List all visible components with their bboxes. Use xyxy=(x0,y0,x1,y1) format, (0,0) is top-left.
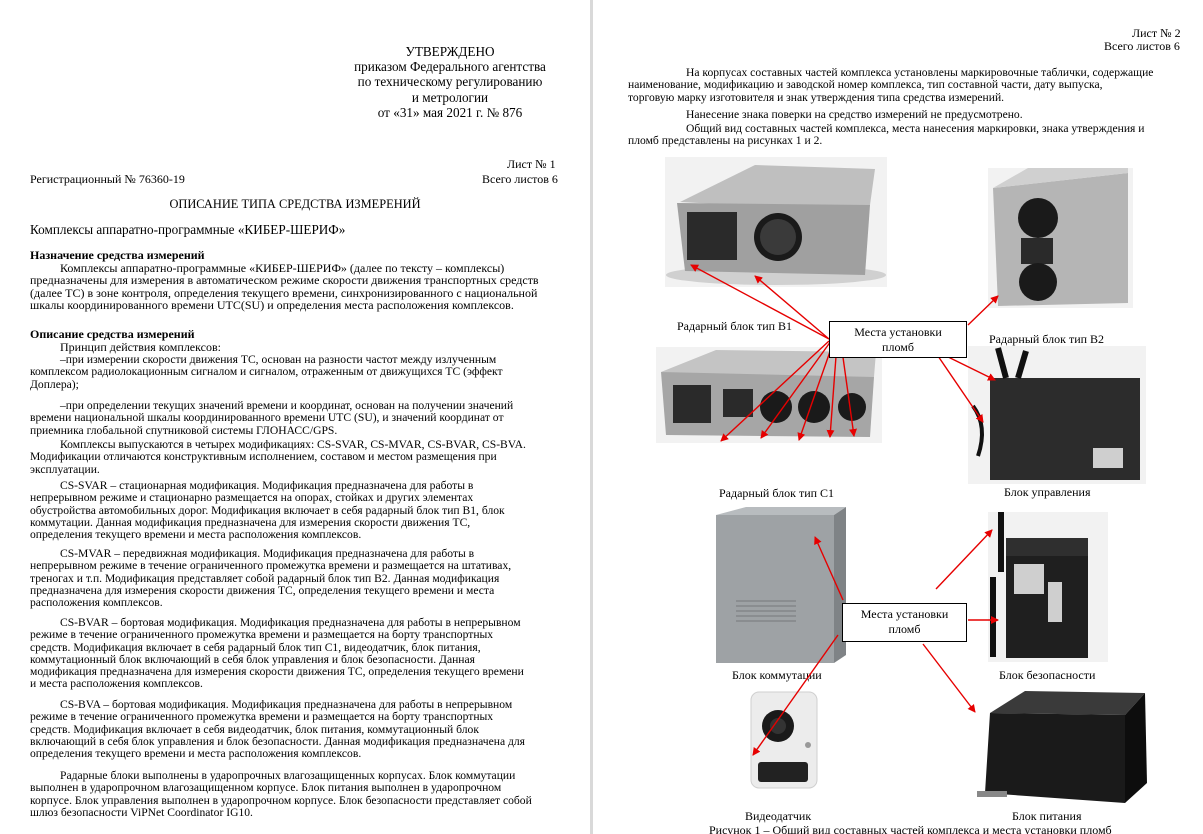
caption-power-block: Блок питания xyxy=(1012,809,1082,823)
bullet-speed: –при измерении скорости движения ТС, осн… xyxy=(30,353,559,391)
seal-places-callout-bottom: Места установки пломб xyxy=(842,603,967,642)
housing-paragraph: Радарные блоки выполнены в ударопрочных … xyxy=(30,769,559,819)
text-line: приемника глобальной спутниковой системы… xyxy=(30,423,338,437)
general-view-paragraph: Общий вид составных частей комплекса, ме… xyxy=(628,122,1185,148)
purpose-paragraph: Комплексы аппаратно-программные «КИБЕР-Ш… xyxy=(30,262,559,311)
text-line: На корпусах составных частей комплекса у… xyxy=(686,66,1154,79)
text-line: шкалы координированного времени UTC(SU) … xyxy=(30,297,514,312)
text-line: Комплексы аппаратно-программные «КИБЕР-Ш… xyxy=(60,261,505,275)
caption-control-block: Блок управления xyxy=(1004,485,1091,499)
text-line: коммутации. Данная модификация предназна… xyxy=(30,515,471,529)
text-line: Модификации отличаются конструктивным ис… xyxy=(30,450,497,464)
power-block-photo xyxy=(975,683,1151,811)
radar-block-c1-photo xyxy=(656,347,882,443)
text-line: Радарные блоки выполнены в ударопрочных … xyxy=(60,769,516,782)
text-line: эксплуатации. xyxy=(30,462,100,476)
text-line: наименование, модификацию и заводской но… xyxy=(628,78,1103,92)
text-line: коммутационный блок включающий в себя бл… xyxy=(30,652,475,666)
callout-line: пломб xyxy=(888,622,921,636)
document-page-2: Лист № 2 Всего листов 6 На корпусах сост… xyxy=(593,0,1203,834)
text-line: пломб представлены на рисунках 1 и 2. xyxy=(628,134,823,148)
seal-arrows xyxy=(690,264,999,756)
registration-number: Регистрационный № 76360-19 xyxy=(30,172,185,186)
svar-paragraph: CS-SVAR – стационарная модификация. Моди… xyxy=(30,479,559,542)
caption-switching-block: Блок коммутации xyxy=(732,668,822,682)
caption-radar-c1: Радарный блок тип С1 xyxy=(719,486,835,500)
control-block-photo xyxy=(968,346,1146,484)
sheet-number: Лист № 1 xyxy=(507,157,556,171)
text-line: CS-MVAR – передвижная модификация. Модиф… xyxy=(60,547,475,560)
text-line: режиме в течение ограниченного промежутк… xyxy=(30,710,494,724)
text-line: Общий вид составных частей комплекса, ме… xyxy=(686,122,1145,135)
section-heading-description: Описание средства измерений xyxy=(30,327,195,341)
figure-caption: Рисунок 1 – Общий вид составных частей к… xyxy=(709,823,1112,834)
document-title: ОПИСАНИЕ ТИПА СРЕДСТВА ИЗМЕРЕНИЙ xyxy=(169,197,421,211)
caption-radar-b2: Радарный блок тип В2 xyxy=(989,332,1105,346)
section-heading-purpose: Назначение средства измерений xyxy=(30,248,205,262)
total-sheets: Всего листов 6 xyxy=(1104,39,1180,53)
sheet-number: Лист № 2 xyxy=(1132,26,1181,40)
callout-line: Места установки xyxy=(854,325,942,339)
text-line: определения текущего времени и места рас… xyxy=(30,528,362,542)
text-line: Доплера); xyxy=(30,377,79,391)
text-line: комплексом радиолокационным сигналом и с… xyxy=(30,365,503,379)
seal-places-callout-top: Места установки пломб xyxy=(829,321,967,358)
approval-line: от «31» мая 2021 г. № 876 xyxy=(377,104,523,120)
text-line: режиме в течение ограниченного промежутк… xyxy=(30,628,494,642)
text-line: CS-BVA – бортовая модификация. Модификац… xyxy=(60,698,513,711)
bva-paragraph: CS-BVA – бортовая модификация. Модификац… xyxy=(30,698,559,761)
caption-video-sensor: Видеодатчик xyxy=(745,809,812,823)
principle-line: Принцип действия комплексов: xyxy=(60,340,221,354)
arrow-group-top xyxy=(690,264,999,442)
text-line: определения текущего времени и места рас… xyxy=(30,747,362,761)
verification-line: Нанесение знака поверки на средство изме… xyxy=(686,108,1023,121)
modifications-paragraph: Комплексы выпускаются в четырех модифика… xyxy=(30,438,559,476)
text-line: предназначена для измерения скорости дви… xyxy=(30,583,495,597)
text-line: корпусе. Блок управления выполнен в удар… xyxy=(30,793,532,807)
caption-security-block: Блок безопасности xyxy=(999,668,1096,682)
product-name: Комплексы аппаратно-программные «КИБЕР-Ш… xyxy=(30,222,346,237)
text-line: модификация предназначена для измерения … xyxy=(30,665,524,679)
text-line: шлюз безопасности ViPNet Coordinator IG1… xyxy=(30,805,253,819)
text-line: –при определении текущих значений времен… xyxy=(60,399,514,412)
text-line: непрерывном режиме и стационарно размеща… xyxy=(30,491,474,505)
bullet-time: –при определении текущих значений времен… xyxy=(30,399,559,437)
text-line: CS-BVAR – бортовая модификация. Модифика… xyxy=(60,616,521,629)
text-line: времени национальной шкалы координирован… xyxy=(30,411,504,425)
marking-paragraph: На корпусах составных частей комплекса у… xyxy=(628,66,1185,104)
bvar-paragraph: CS-BVAR – бортовая модификация. Модифика… xyxy=(30,616,559,691)
approval-block: УТВЕРЖДЕНО приказом Федерального агентст… xyxy=(341,44,559,120)
text-line: CS-SVAR – стационарная модификация. Моди… xyxy=(60,479,474,492)
text-line: –при измерении скорости движения ТС, осн… xyxy=(60,353,497,366)
text-line: непрерывном режиме в течение ограниченно… xyxy=(30,559,512,573)
text-line: торговую марку изготовителя и знак утвер… xyxy=(628,90,1005,104)
text-line: Комплексы выпускаются в четырех модифика… xyxy=(60,438,526,451)
arrow-group-bottom xyxy=(752,529,999,756)
callout-line: пломб xyxy=(882,340,914,354)
text-line: предназначены для измерения в автоматиче… xyxy=(30,273,539,288)
text-line: (далее ТС) в зоне контроля, определения … xyxy=(30,285,538,300)
callout-line: Места установки xyxy=(860,607,949,621)
caption-radar-b1: Радарный блок тип В1 xyxy=(677,319,793,333)
approval-heading: УТВЕРЖДЕНО xyxy=(405,44,495,59)
document-page-1: УТВЕРЖДЕНО приказом Федерального агентст… xyxy=(0,0,590,834)
total-sheets: Всего листов 6 xyxy=(482,172,558,186)
radar-block-b2-photo xyxy=(988,168,1133,308)
text-line: включающий в себя блок управления и блок… xyxy=(30,734,526,748)
security-block-photo xyxy=(988,512,1108,662)
text-line: средств. Модификация включает в себя вид… xyxy=(30,722,479,736)
text-line: расположения комплексов. xyxy=(30,596,163,610)
approval-line: по техническому регулированию xyxy=(357,74,543,90)
text-line: обустройства автомобильных дорог. Модифи… xyxy=(30,503,505,517)
approval-line: и метрологии xyxy=(411,89,489,105)
text-line: и места расположения комплексов. xyxy=(30,677,203,691)
approval-line: приказом Федерального агентства xyxy=(354,59,546,75)
text-line: средств. Модификация включает в себя рад… xyxy=(30,640,481,654)
radar-block-b1-photo xyxy=(665,157,887,287)
text-line: выполнен в ударопрочном влагозащищенном … xyxy=(30,781,502,795)
text-line: треногах и т.п. Модификация представляет… xyxy=(30,571,500,585)
video-sensor-photo xyxy=(748,690,820,790)
mvar-paragraph: CS-MVAR – передвижная модификация. Модиф… xyxy=(30,547,559,610)
